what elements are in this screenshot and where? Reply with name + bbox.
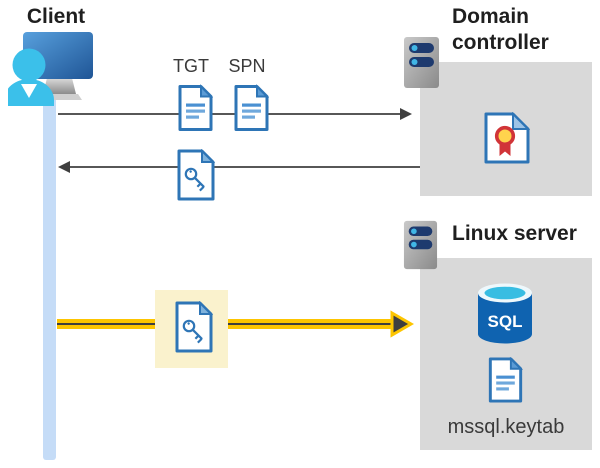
keytab-document-icon (488, 357, 524, 403)
client-label: Client (26, 5, 86, 28)
linux-server-label: Linux server (452, 222, 577, 245)
sql-database-icon: SQL (478, 283, 532, 344)
tgt-label: TGT (173, 56, 209, 76)
certificate-seal (494, 125, 516, 147)
keytab-label: mssql.keytab (447, 416, 565, 438)
sql-badge-text: SQL (488, 312, 523, 331)
dc-to-client-arrowhead (58, 161, 70, 173)
client-to-dc-arrowhead (400, 108, 412, 120)
monitor-user-icon (8, 32, 93, 106)
spn-label: SPN (228, 56, 266, 76)
person-collar (21, 84, 37, 98)
person-head (12, 48, 46, 82)
client-timeline-bar (43, 96, 56, 460)
linux-server-icon (403, 220, 438, 270)
monitor-stand (43, 78, 76, 94)
tgt-document-icon (178, 84, 213, 131)
domain-controller-server-icon (404, 37, 439, 88)
client-to-sql-arrowhead (390, 310, 414, 338)
spn-document-icon (234, 84, 269, 131)
certificate-icon (484, 112, 530, 164)
key-document-icon (177, 149, 215, 201)
domain-controller-label: Domain controller (452, 5, 549, 54)
key-document-icon-highlighted (175, 301, 213, 353)
